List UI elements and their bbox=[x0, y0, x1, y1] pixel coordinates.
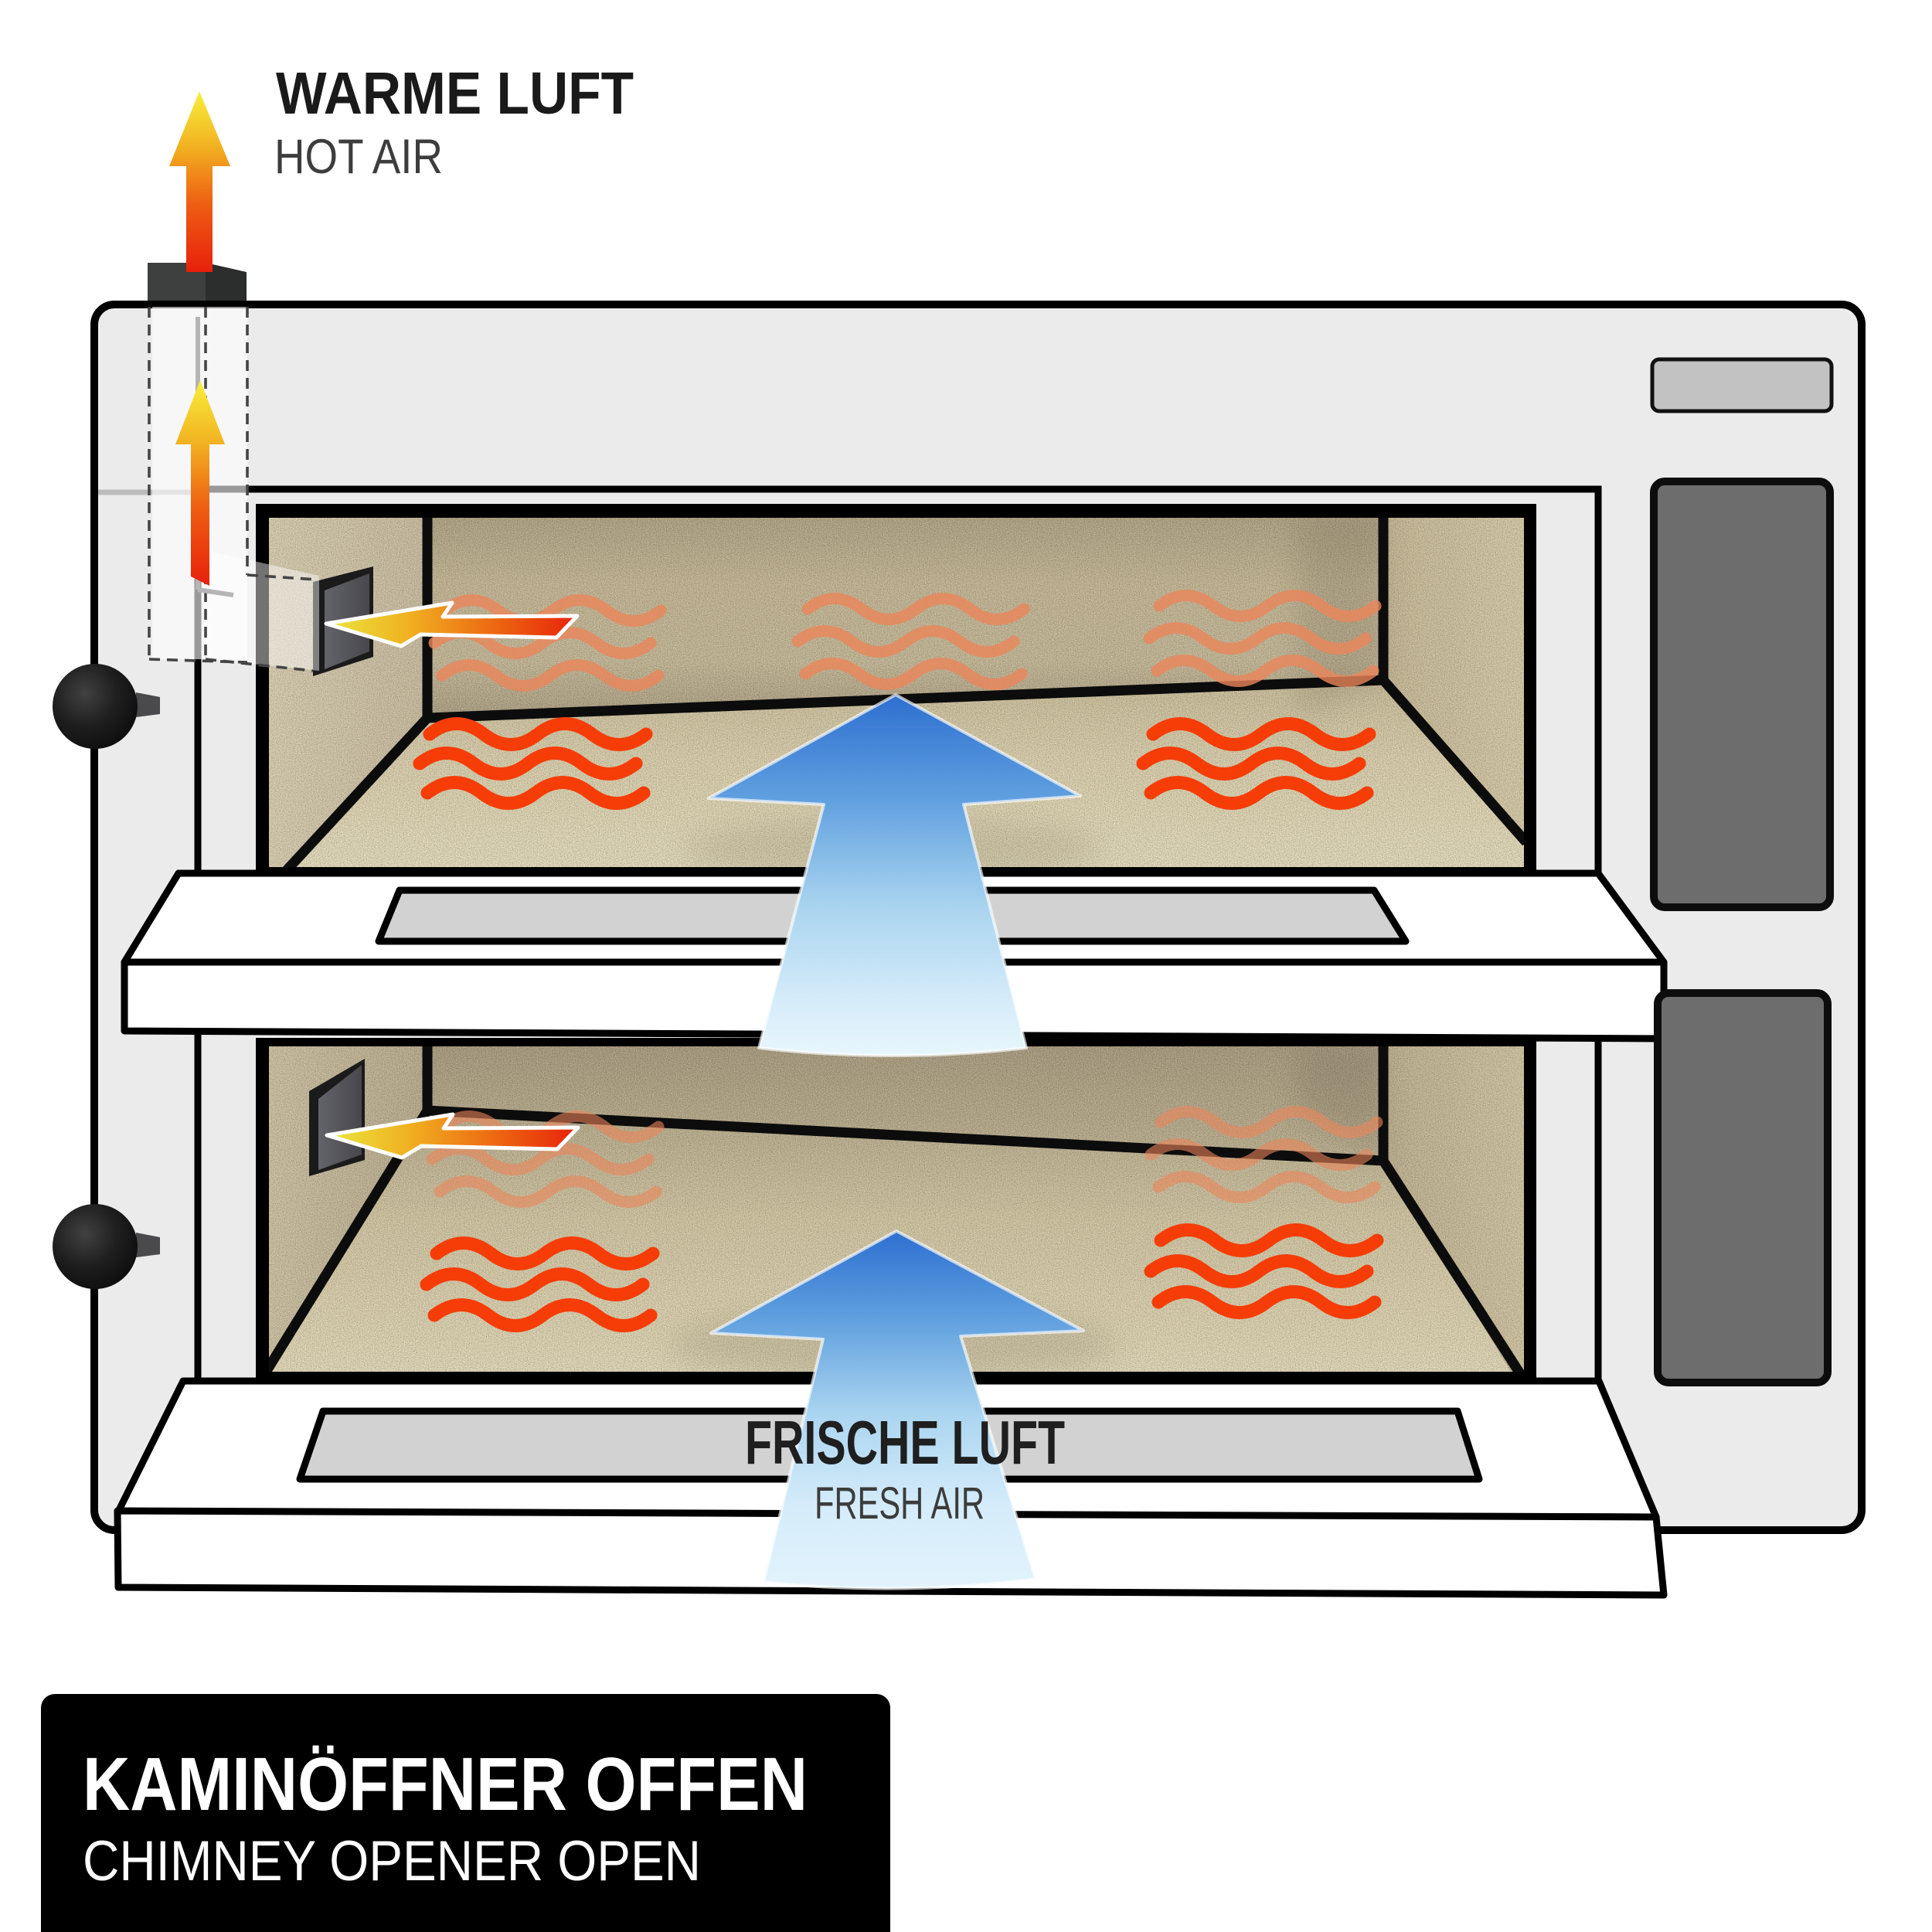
svg-text:FRESH AIR: FRESH AIR bbox=[815, 1478, 985, 1529]
svg-text:FRISCHE LUFT: FRISCHE LUFT bbox=[745, 1408, 1065, 1477]
svg-text:CHIMNEY OPENER OPEN: CHIMNEY OPENER OPEN bbox=[83, 1830, 701, 1893]
svg-text:HOT AIR: HOT AIR bbox=[274, 130, 443, 184]
svg-text:KAMINÖFFNER OFFEN: KAMINÖFFNER OFFEN bbox=[83, 1742, 808, 1826]
svg-text:WARME LUFT: WARME LUFT bbox=[276, 60, 634, 127]
